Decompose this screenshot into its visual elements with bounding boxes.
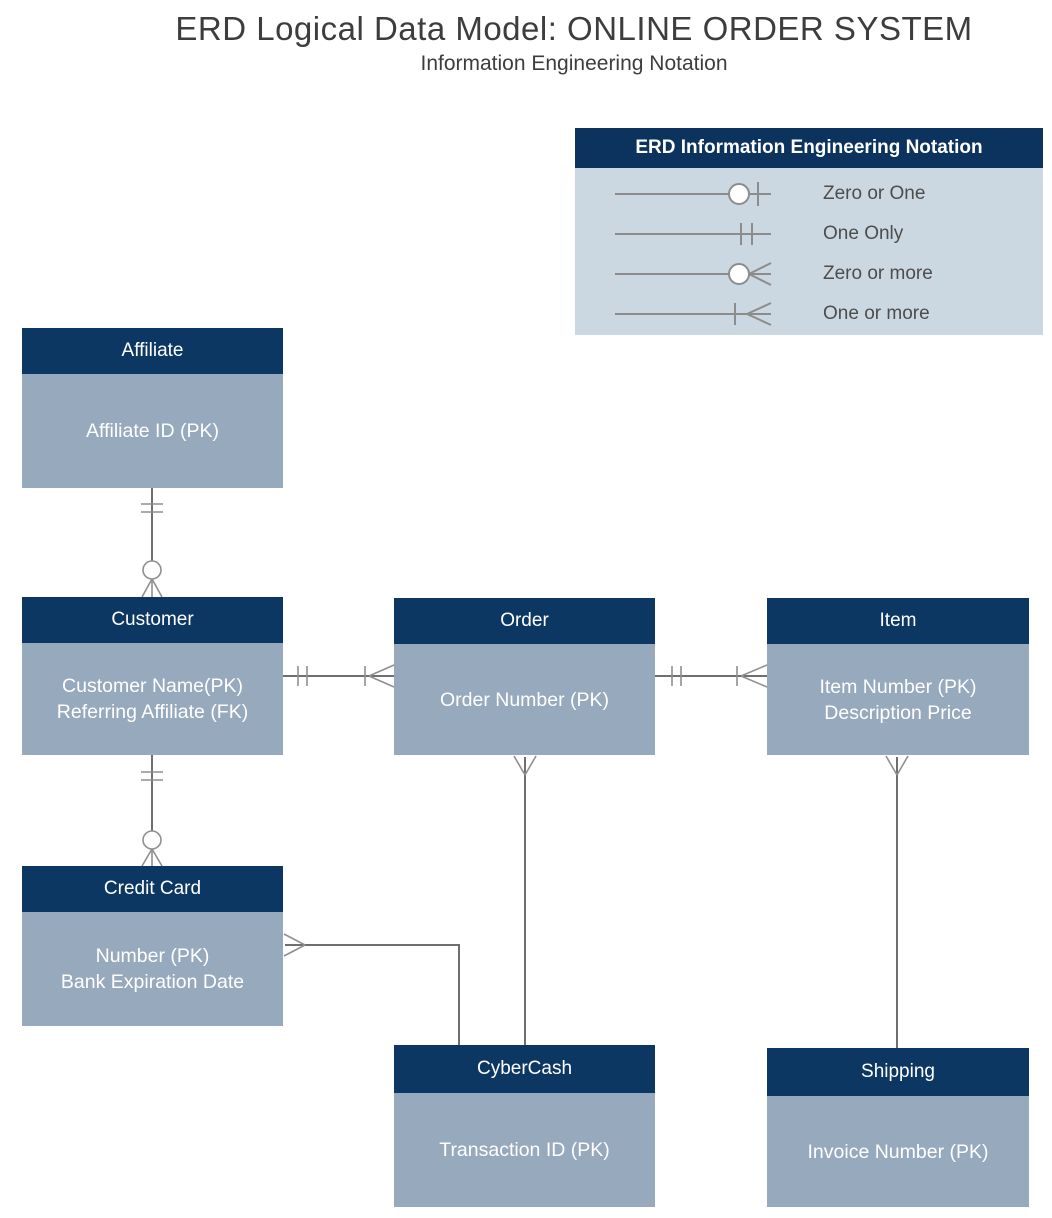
one-only-icon: [615, 223, 771, 245]
legend-label: Zero or more: [823, 263, 933, 284]
zero-or-one-icon: [615, 182, 771, 206]
entity-shipping: Shipping Invoice Number (PK): [767, 1048, 1029, 1207]
entity-credit-card-attributes: Number (PK) Bank Expiration Date: [22, 912, 283, 1026]
entity-credit-card-title: Credit Card: [22, 866, 283, 912]
entity-credit-card: Credit Card Number (PK) Bank Expiration …: [22, 866, 283, 1026]
legend-row-one-only: One Only: [575, 214, 1043, 254]
legend-label: One or more: [823, 303, 930, 324]
connector-order-item: [655, 664, 768, 688]
one-or-more-icon: [615, 302, 772, 326]
entity-cybercash: CyberCash Transaction ID (PK): [394, 1045, 655, 1207]
entity-order: Order Order Number (PK): [394, 598, 655, 755]
entity-shipping-title: Shipping: [767, 1048, 1029, 1096]
entity-order-attributes: Order Number (PK): [394, 644, 655, 755]
legend-label: One Only: [823, 223, 904, 244]
legend-body: Zero or One One Only Zero or m: [575, 168, 1043, 335]
entity-customer-attributes: Customer Name(PK) Referring Affiliate (F…: [22, 643, 283, 755]
zero-or-more-icon: [615, 262, 772, 286]
connector-affiliate-customer: [141, 488, 163, 598]
entity-cybercash-attributes: Transaction ID (PK): [394, 1093, 655, 1207]
legend-row-zero-or-more: Zero or more: [575, 254, 1043, 294]
attribute-line: Referring Affiliate (FK): [56, 701, 249, 723]
entity-customer: Customer Customer Name(PK) Referring Aff…: [22, 597, 283, 755]
entity-customer-title: Customer: [22, 597, 283, 643]
connector-customer-order: [283, 664, 395, 688]
attribute-line: Invoice Number (PK): [807, 1140, 989, 1163]
legend-title: ERD Information Engineering Notation: [575, 128, 1043, 168]
entity-shipping-attributes: Invoice Number (PK): [767, 1096, 1029, 1207]
entity-order-title: Order: [394, 598, 655, 644]
attribute-line: Number (PK): [95, 945, 210, 967]
connector-order-cybercash: [513, 755, 537, 1045]
legend-label: Zero or One: [823, 183, 926, 204]
connector-customer-creditcard: [141, 755, 163, 867]
page-subtitle: Information Engineering Notation: [420, 52, 728, 75]
connector-item-shipping: [885, 755, 909, 1048]
legend-row-zero-or-one: Zero or One: [575, 174, 1043, 214]
attribute-line: Transaction ID (PK): [439, 1139, 610, 1161]
attribute-line: Item Number (PK): [819, 675, 977, 698]
entity-item-attributes: Item Number (PK) Description Price: [767, 644, 1029, 755]
attribute-line: Bank Expiration Date: [60, 971, 245, 993]
entity-item-title: Item: [767, 598, 1029, 644]
entity-item: Item Item Number (PK) Description Price: [767, 598, 1029, 755]
entity-affiliate: Affiliate Affiliate ID (PK): [22, 328, 283, 488]
page-title: ERD Logical Data Model: ONLINE ORDER SYS…: [175, 10, 973, 47]
attribute-line: Description Price: [824, 701, 972, 724]
connector-creditcard-cybercash: [283, 933, 460, 1045]
legend: ERD Information Engineering Notation Zer…: [575, 128, 1043, 335]
entity-affiliate-attributes: Affiliate ID (PK): [22, 374, 283, 488]
entity-affiliate-title: Affiliate: [22, 328, 283, 374]
entity-cybercash-title: CyberCash: [394, 1045, 655, 1093]
attribute-line: Order Number (PK): [439, 688, 610, 711]
attribute-line: Affiliate ID (PK): [86, 420, 219, 442]
attribute-line: Customer Name(PK): [62, 675, 243, 697]
legend-row-one-or-more: One or more: [575, 294, 1043, 334]
